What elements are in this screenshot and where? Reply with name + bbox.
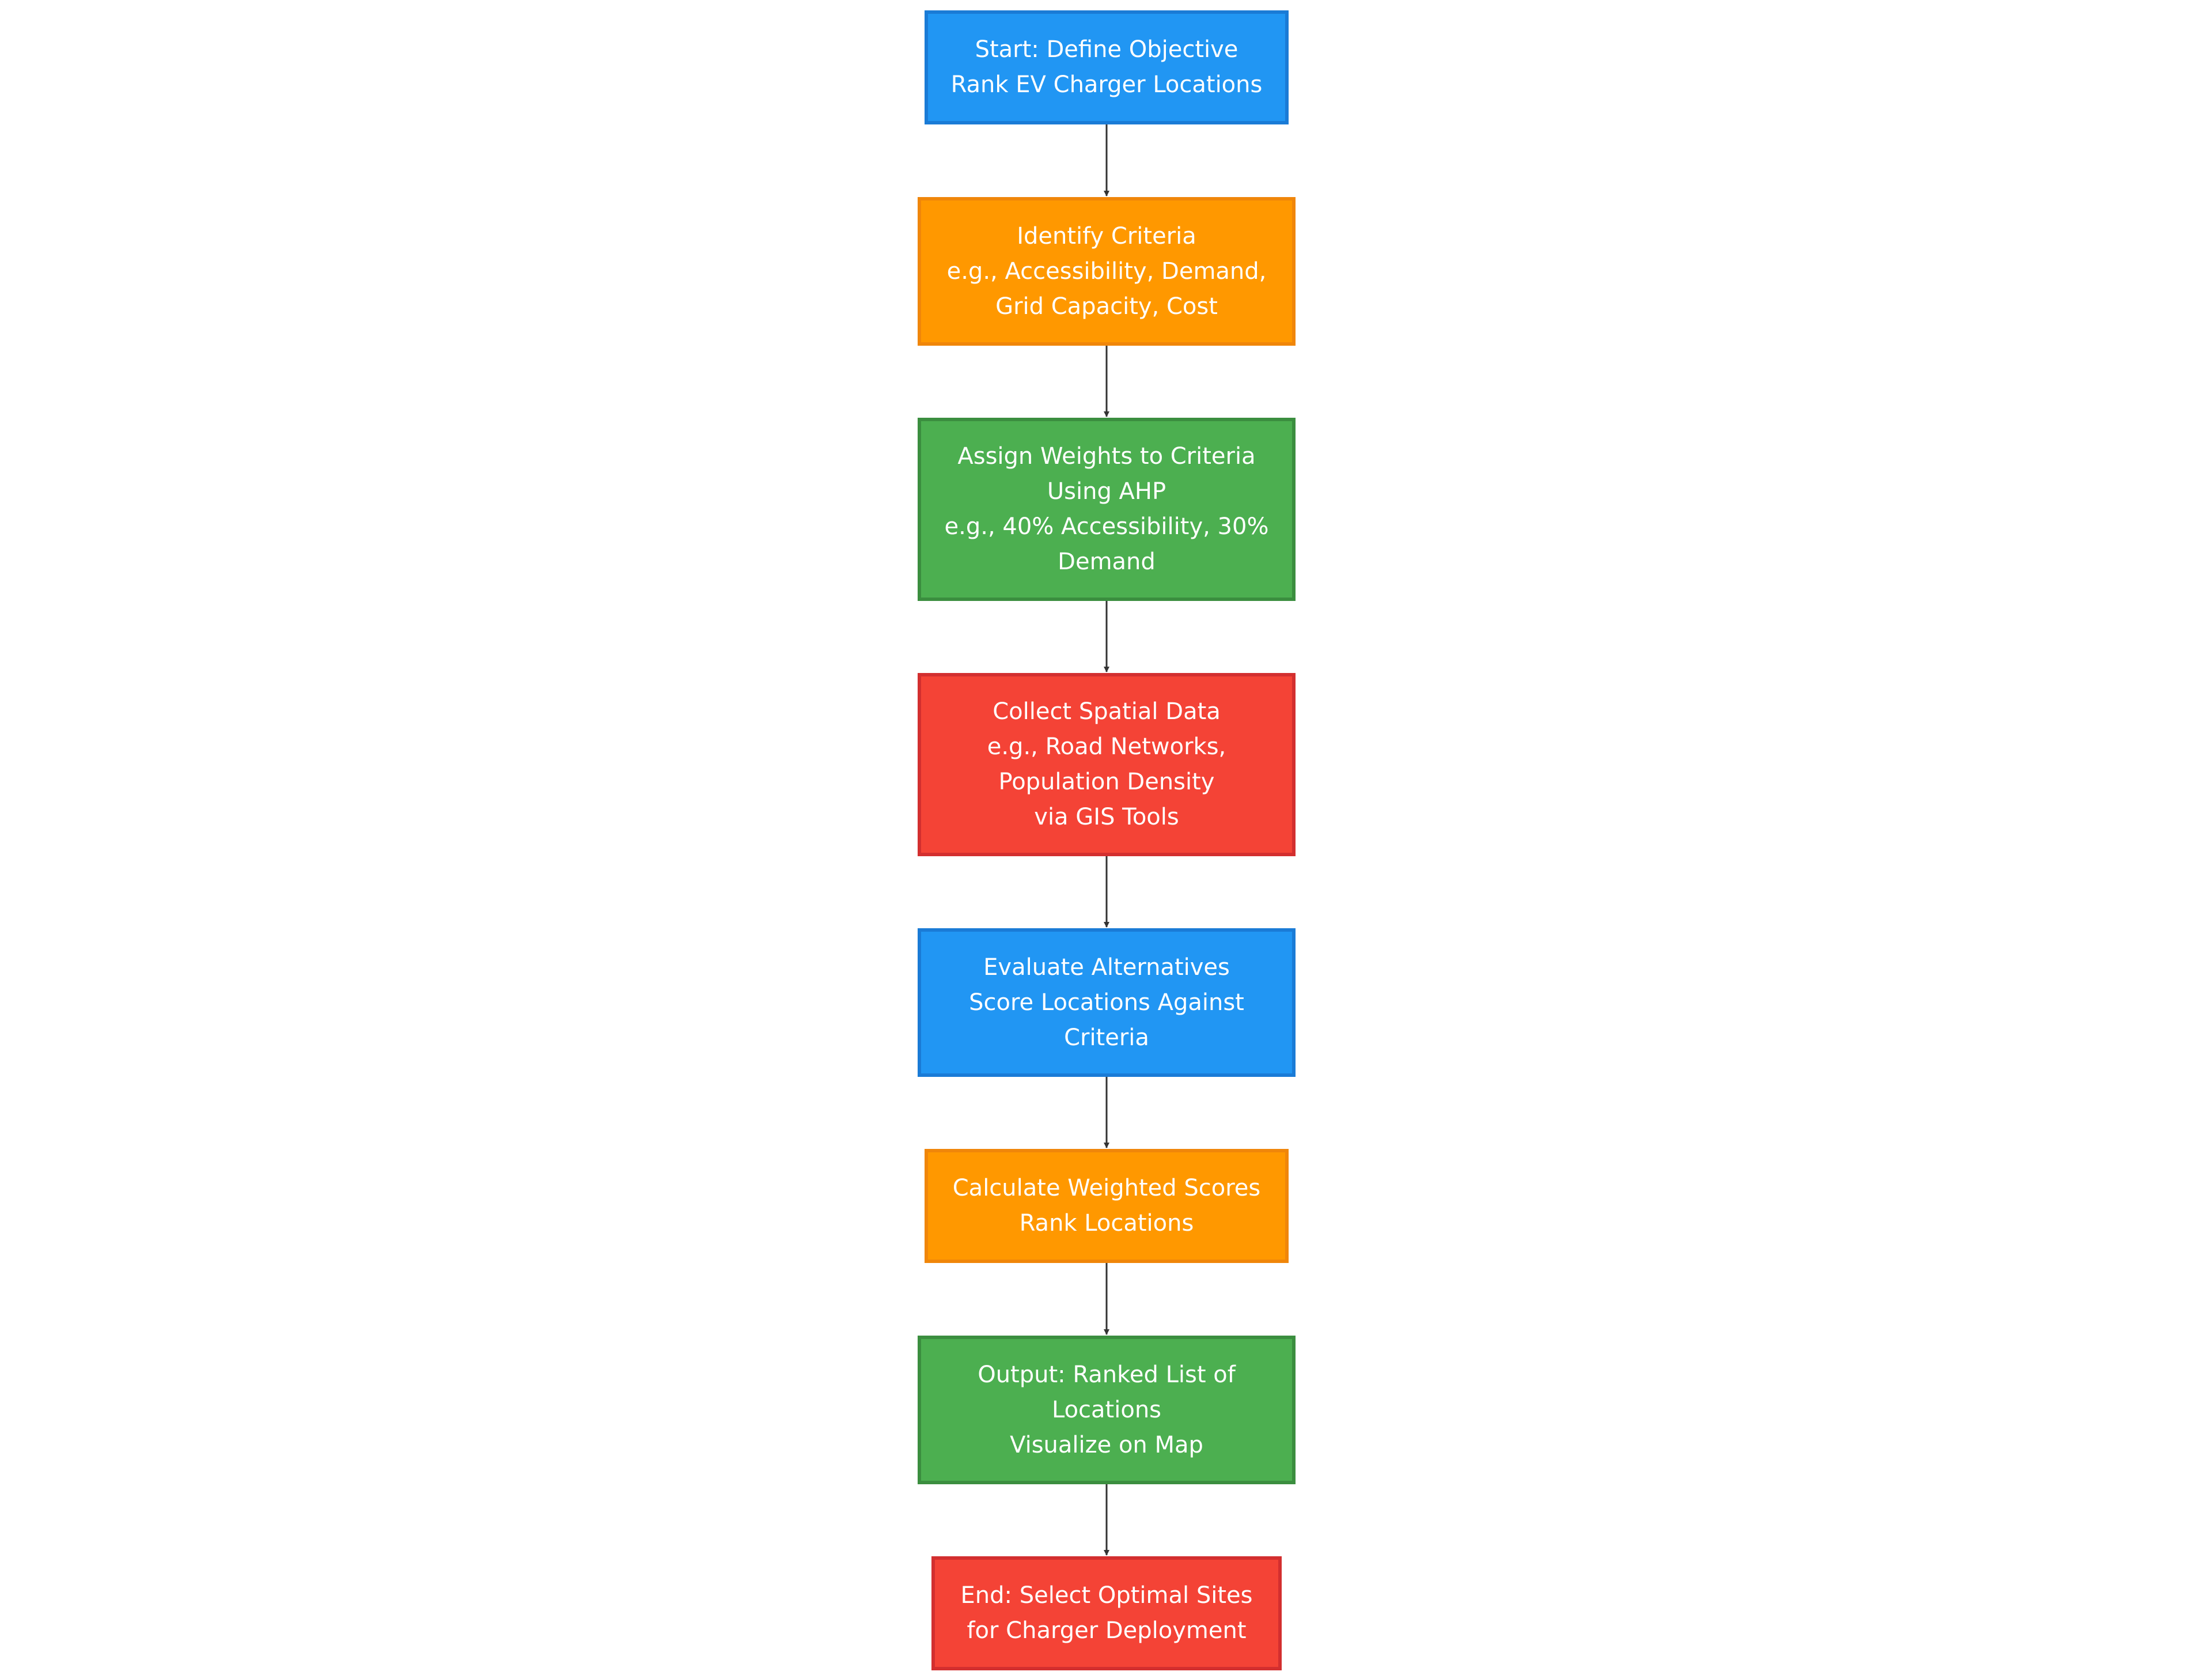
node-end-line: End: Select Optimal Sites (960, 1582, 1253, 1609)
node-data-line: Collect Spatial Data (993, 698, 1221, 725)
node-weights-line: Demand (1058, 549, 1156, 575)
node-weights-line: e.g., 40% Accessibility, 30% (944, 513, 1269, 540)
node-data-label: Collect Spatial Data e.g., Road Networks,… (987, 694, 1226, 835)
node-data-line: e.g., Road Networks, (987, 733, 1226, 760)
node-weights-line: Assign Weights to Criteria (957, 443, 1256, 470)
node-criteria-line: e.g., Accessibility, Demand, (946, 258, 1267, 285)
node-criteria: Identify Criteria e.g., Accessibility, De… (918, 197, 1296, 346)
node-output-line: Visualize on Map (1010, 1431, 1203, 1458)
node-start-line: Start: Define Objective (975, 36, 1238, 63)
node-output-line: Locations (1051, 1396, 1162, 1423)
node-evaluate-line: Evaluate Alternatives (983, 954, 1230, 981)
node-data-line: Population Density (998, 769, 1215, 795)
node-criteria-line: Identify Criteria (1017, 222, 1196, 249)
node-weights-line: Using AHP (1047, 478, 1166, 505)
node-end-line: for Charger Deployment (967, 1617, 1247, 1644)
node-calculate-line: Calculate Weighted Scores (952, 1175, 1261, 1201)
node-data-line: via GIS Tools (1034, 804, 1179, 830)
node-evaluate-line: Criteria (1064, 1024, 1149, 1051)
node-start-line: Rank EV Charger Locations (950, 71, 1263, 98)
node-criteria-label: Identify Criteria e.g., Accessibility, De… (947, 219, 1267, 324)
node-evaluate-line: Score Locations Against (969, 989, 1244, 1016)
node-output-line: Output: Ranked List of (978, 1361, 1236, 1388)
node-criteria-line: Grid Capacity, Cost (995, 293, 1218, 320)
node-calculate-line: Rank Locations (1019, 1210, 1194, 1236)
node-end: End: Select Optimal Sites for Charger Dep… (931, 1556, 1282, 1670)
node-data: Collect Spatial Data e.g., Road Networks,… (918, 673, 1296, 856)
node-end-label: End: Select Optimal Sites for Charger Dep… (961, 1578, 1253, 1648)
